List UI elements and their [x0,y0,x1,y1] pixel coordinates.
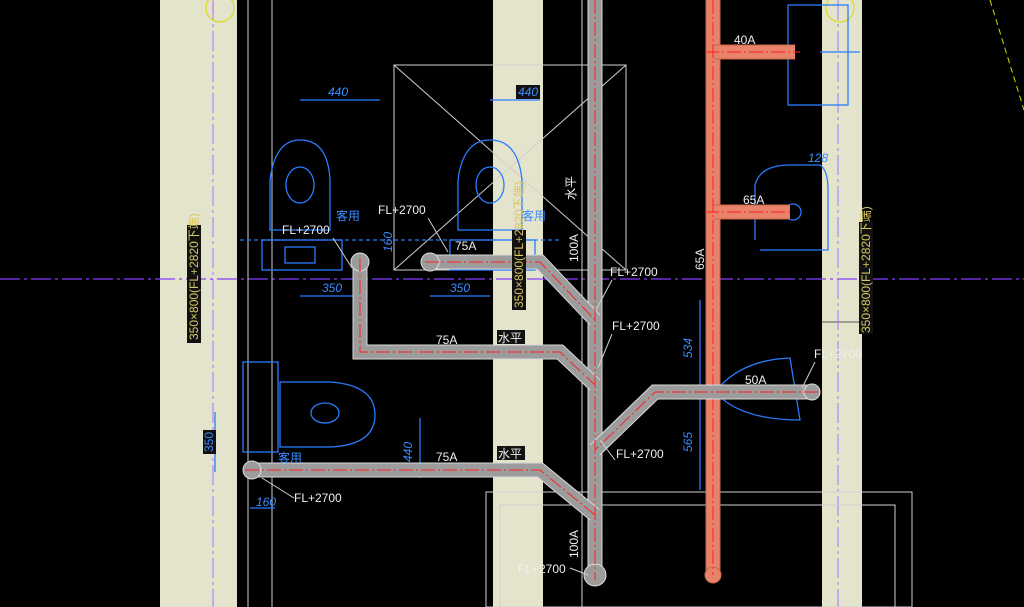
dim-160-lower: 160 [256,495,276,509]
dimension-lines [214,99,701,509]
pipe-size-100a-bottom: 100A [567,530,581,558]
pipe-size-75a-lower: 75A [436,450,457,464]
pipe-size-40a: 40A [734,33,755,47]
dim-160-vertical: 160 [381,232,395,252]
fixture-label-upper-middle: 客用 [522,208,546,223]
elevation-label-5: FL+2700 [814,347,862,361]
dim-440-left: 440 [328,85,348,99]
horizontal-label-middle: 水平 [498,331,522,345]
elevation-label-1: FL+2700 [282,223,330,237]
orange-pipe-riser [704,0,800,584]
dim-534: 534 [681,338,695,358]
elevation-callouts [261,217,816,576]
fixture-label-lower-left: 客用 [278,450,302,465]
pipe-size-100a-top: 100A [567,234,581,262]
toilet-lower-left [242,361,376,453]
pipe-size-50a: 50A [745,373,766,387]
beam-label-middle: 350×800(FL+2820下端) [512,181,526,308]
elevation-label-3: FL+2700 [610,265,658,279]
horizontal-label-top: 水平 [564,176,578,200]
fixture-label-upper-left: 客用 [336,208,360,223]
pipe-size-65a-riser: 65A [693,249,707,270]
beam-label-right: 350×800(FL+2820下端) [859,206,873,333]
dim-440-lower: 440 [401,442,415,462]
pipe-size-65a-branch: 65A [743,193,764,207]
beam-label-left: 350×800(FL+2820下端) [187,213,201,340]
toilet-upper-left [261,139,343,271]
dim-350-middle: 350 [450,281,470,295]
dim-350-left: 350 [322,281,342,295]
elevation-label-8: FL+2700 [518,562,566,576]
elevation-label-7: FL+2700 [294,491,342,505]
elevation-label-4: FL+2700 [612,319,660,333]
dim-440-middle: 440 [518,85,538,99]
dim-565: 565 [681,432,695,452]
wall-column-right [822,0,862,607]
elevation-label-6: FL+2700 [616,447,664,461]
pipe-size-75a-upper: 75A [455,239,476,253]
dim-128: 128 [808,151,828,165]
horizontal-label-lower: 水平 [498,447,522,461]
gray-drain-pipes [242,0,821,587]
pipe-size-75a-middle: 75A [436,333,457,347]
dim-350-lower-left: 350 [202,432,216,452]
elevation-label-2: FL+2700 [378,203,426,217]
